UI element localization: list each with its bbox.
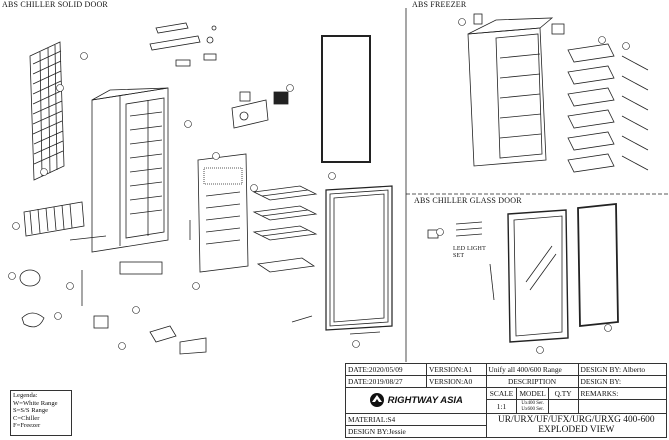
material: MATERIAL:S4 [345,412,487,426]
company-logo: RIGHTWAY ASIA [345,387,487,414]
legend-box: Legenda: W=White Range S=S/S Range C=Chi… [10,390,72,436]
section-title-chiller-glass: ABS CHILLER GLASS DOOR [414,196,522,205]
solid-door [321,35,393,335]
control-panel [231,91,289,129]
legend-item: W=White Range [13,399,58,407]
rightway-logo-icon [369,393,384,408]
model-value-line: Ux600 Ser. [521,406,544,412]
part-callouts [8,18,630,354]
legend-item: C=Chiller [13,414,40,422]
remarks-header: REMARKS: [577,387,667,401]
scale-header: SCALE [485,387,518,401]
design-by-jessie: DESIGN BY:Jessie [345,424,487,439]
version-revision-0: VERSION:A0 [426,375,487,389]
legend-item: F=Freezer [13,422,41,430]
qty-header: Q.TY [547,387,579,401]
unify-note: Unify all 400/600 Range [485,362,579,377]
back-panel [197,153,249,273]
led-light-callout: LED LIGHT SET [453,246,486,260]
design-by-alberto: DESIGN BY: Alberto [577,362,667,377]
model-header: MODEL [516,387,549,401]
date-revision-1: DATE:2020/05/09 [344,362,428,377]
drawing-title: UR/URX/UF/UFX/URG/URXG 400-600 EXPLODED … [485,412,668,439]
section-title-freezer: ABS FREEZER [412,0,467,9]
freezer-cabinet [467,17,554,167]
scale-value: 1:1 [485,399,518,414]
drawing-title-line1: UR/URX/UF/UFX/URG/URXG 400-600 [498,415,655,426]
title-block: DATE:2020/05/09 VERSION:A1 Unify all 400… [344,362,668,439]
drawing-title-line2: EXPLODED VIEW [538,425,615,436]
wire-shelves [252,185,318,273]
model-value-line: Ux400 Ser. [521,401,544,407]
remarks-value [577,399,667,414]
led-light-line2: SET [453,253,465,259]
cabinet-body [91,87,169,253]
glass-door [427,203,619,343]
design-by-empty: DESIGN BY: [577,375,667,389]
freezer-shelves [473,13,649,173]
led-light-line1: LED LIGHT [453,246,486,252]
date-revision-0: DATE:2019/08/27 [344,375,428,389]
model-value: Ux400 Ser. Ux600 Ser. [516,399,549,414]
legend-item: S=S/S Range [13,407,49,415]
evaporator-unit [23,201,85,237]
condenser-coil [29,41,65,181]
misc-parts [19,220,313,355]
section-title-chiller-solid: ABS CHILLER SOLID DOOR [2,0,108,9]
version-revision-1: VERSION:A1 [426,362,487,377]
top-bracket [149,22,217,67]
qty-value [547,399,579,414]
logo-text: RIGHTWAY ASIA [387,394,463,406]
legend-title: Legenda: [13,392,38,399]
description-header: DESCRIPTION [485,375,579,389]
